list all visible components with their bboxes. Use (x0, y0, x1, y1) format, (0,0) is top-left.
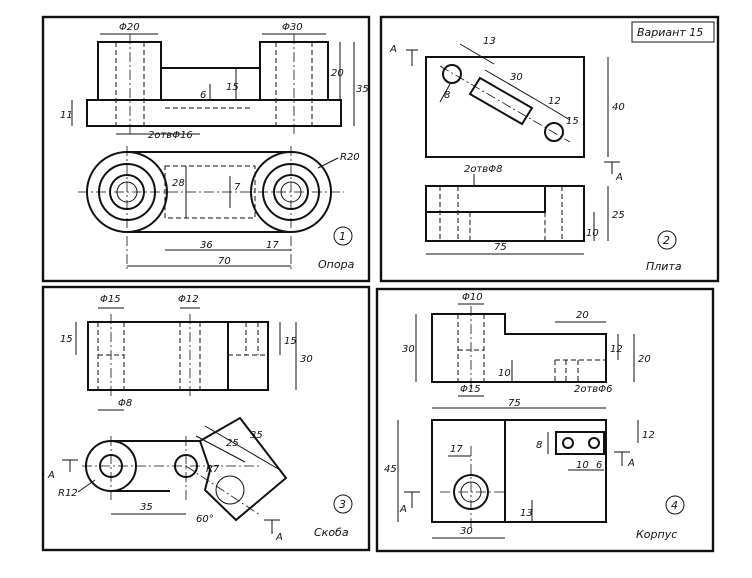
skoba-section-a-right: А (275, 532, 283, 543)
skoba-dim-h15a: 15 (60, 334, 73, 345)
plita-dim-h25: 25 (612, 210, 625, 221)
skoba-top-view (62, 416, 288, 534)
skoba-dim-d15: Φ15 (100, 294, 121, 305)
plita-dim-h40: 40 (612, 102, 625, 113)
opora-dim-holes: 2отвΦ16 (148, 130, 193, 141)
skoba-dim-h30: 30 (300, 354, 313, 365)
opora-dim-d20: Φ20 (119, 22, 140, 33)
opora-dim-h15: 15 (226, 82, 239, 93)
skoba-dim-a60: 60° (196, 514, 214, 525)
skoba-dim-r12: R12 (58, 488, 78, 499)
panel-2-number-circle (657, 230, 677, 250)
korpus-dim-h8: 8 (536, 440, 542, 451)
skoba-dim-d8: Φ8 (118, 398, 132, 409)
panel-3-name: Скоба (314, 526, 349, 539)
korpus-section-a-left: А (399, 504, 407, 515)
korpus-section-a-right: А (627, 458, 635, 469)
korpus-dim-h10: 10 (498, 368, 511, 379)
plita-dim-h10: 10 (586, 228, 599, 239)
panel-4-korpus: Φ10 20 30 12 20 10 Φ15 2отвΦ6 (375, 287, 715, 553)
korpus-dim-w30: 30 (460, 526, 473, 537)
variant-box (631, 21, 715, 43)
skoba-section-a-left: А (47, 470, 55, 481)
korpus-dim-w20: 20 (576, 310, 589, 321)
panel-4-number: 4 (671, 499, 678, 512)
opora-dim-w28: 28 (172, 178, 185, 189)
plita-top-view (406, 43, 620, 174)
plita-section-a-bottom: А (615, 172, 623, 183)
panel-2-frame (379, 15, 720, 283)
plita-dim-w75: 75 (494, 242, 507, 253)
korpus-dim-w17: 17 (450, 444, 463, 455)
opora-front-view (71, 33, 355, 135)
panel-1-opora: Φ20 Φ30 11 6 15 20 35 2отвΦ16 (41, 15, 371, 283)
panel-4-number-circle (665, 495, 685, 515)
opora-dim-h6: 6 (200, 90, 206, 101)
korpus-front-view (415, 303, 635, 397)
panel-3-number-circle (333, 494, 353, 514)
korpus-dim-h13: 13 (520, 508, 533, 519)
korpus-top-view (397, 407, 639, 539)
skoba-dim-h15b: 15 (284, 336, 297, 347)
panel-1-number-circle (333, 226, 353, 246)
plita-section-a-top: А (389, 44, 397, 55)
plita-dim-d15: 15 (566, 116, 579, 127)
korpus-dim-d15: Φ15 (460, 384, 481, 395)
panel-1-number: 1 (339, 230, 346, 243)
korpus-dim-w10: 10 (576, 460, 589, 471)
opora-dim-w70: 70 (218, 256, 231, 267)
plita-dim-d12: 12 (548, 96, 561, 107)
panel-2-number: 2 (663, 234, 670, 247)
korpus-dim-h45: 45 (384, 464, 397, 475)
skoba-dim-r7: R7 (206, 464, 220, 475)
variant-label: Вариант 15 (637, 26, 703, 39)
plita-dim-d13: 13 (483, 36, 496, 47)
panel-1-name: Опора (318, 258, 355, 271)
skoba-dim-w35a: 35 (140, 502, 153, 513)
panel-3-number: 3 (339, 498, 346, 511)
opora-dim-w17: 17 (266, 240, 279, 251)
opora-dim-w36: 36 (200, 240, 213, 251)
panel-2-name: Плита (646, 260, 682, 273)
opora-top-view (78, 146, 344, 270)
opora-dim-h35: 35 (356, 84, 369, 95)
skoba-dim-w25: 25 (226, 438, 239, 449)
panel-2-plita: Вариант 15 А 13 8 30 12 15 40 А (379, 15, 720, 283)
panel-4-frame (375, 287, 715, 553)
panel-1-frame (41, 15, 371, 283)
korpus-dim-w75: 75 (508, 398, 521, 409)
plita-dim-d8: 8 (444, 90, 450, 101)
panel-3-frame (41, 285, 371, 552)
panel-3-skoba: Φ15 Φ12 15 15 30 Φ8 А R (41, 285, 371, 552)
opora-dim-h20: 20 (331, 68, 344, 79)
korpus-dim-w6: 6 (596, 460, 602, 471)
plita-dim-d30: 30 (510, 72, 523, 83)
skoba-dim-w35b: 35 (250, 430, 263, 441)
skoba-front-view (75, 307, 297, 411)
plita-front-view (425, 174, 609, 255)
opora-dim-w7: 7 (234, 182, 241, 193)
korpus-dim-h12b: 12 (642, 430, 655, 441)
skoba-dim-d12: Φ12 (178, 294, 199, 305)
korpus-dim-d10: Φ10 (462, 292, 483, 303)
korpus-dim-h12a: 12 (610, 344, 623, 355)
korpus-dim-holes: 2отвΦ6 (574, 384, 612, 395)
plita-dim-holes: 2отвΦ8 (464, 164, 502, 175)
opora-dim-d30: Φ30 (282, 22, 303, 33)
opora-dim-h11: 11 (60, 110, 73, 121)
opora-dim-r20: R20 (340, 152, 360, 163)
panel-4-name: Корпус (636, 528, 677, 541)
korpus-dim-h20: 20 (638, 354, 651, 365)
korpus-dim-h30: 30 (402, 344, 415, 355)
